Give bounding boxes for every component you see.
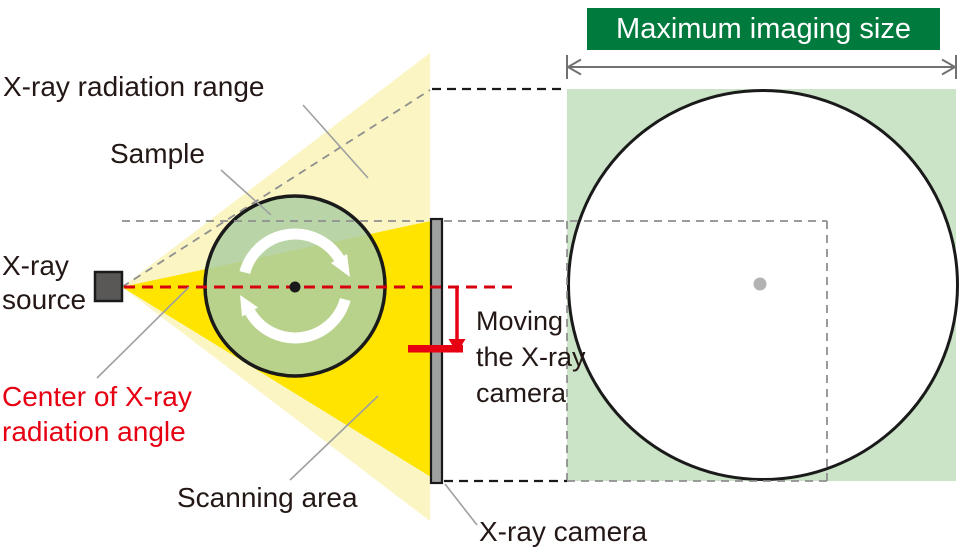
moving-camera-label: Moving the X-ray camera — [476, 306, 586, 408]
center-of-radiation-angle-label: Center of X-ray radiation angle — [2, 381, 192, 447]
leader-scanning-area — [289, 395, 379, 481]
imaging-center-dot — [753, 277, 767, 291]
dimension-arrowhead-left — [565, 58, 582, 76]
sample-center-dot — [289, 281, 301, 293]
down-arrow-icon — [448, 288, 466, 353]
camera-position-marker — [408, 345, 463, 353]
dimension-arrowhead-right — [941, 58, 958, 76]
leader-lines — [96, 104, 478, 526]
xray-source-label: X-ray source — [2, 250, 87, 315]
double-headed-arrow-icon — [565, 55, 958, 79]
rotation-arc-top — [239, 228, 345, 275]
scanning-area-label: Scanning area — [177, 482, 358, 513]
rotation-arrowhead-top — [331, 254, 350, 277]
banner-label: Maximum imaging size — [616, 12, 911, 45]
xray-camera-label: X-ray camera — [479, 516, 648, 547]
leader-xray-camera — [444, 483, 478, 526]
projection-dashed-lines — [121, 89, 828, 482]
rotation-arc-bottom — [245, 297, 351, 344]
radiation-top-ray-line — [121, 89, 431, 288]
leader-sample — [220, 169, 272, 216]
sample-label: Sample — [110, 138, 205, 169]
leader-center-angle — [96, 286, 190, 379]
radiation-range-label: X-ray radiation range — [3, 71, 265, 102]
maximum-imaging-size-banner: Maximum imaging size — [587, 8, 940, 50]
xray-source-block — [93, 270, 124, 303]
rotation-arrowhead-bottom — [240, 295, 258, 317]
leader-radiation-range — [302, 104, 369, 179]
imaging-size-dashed-links — [432, 87, 567, 483]
clockwise-rotation-icon — [239, 228, 351, 344]
